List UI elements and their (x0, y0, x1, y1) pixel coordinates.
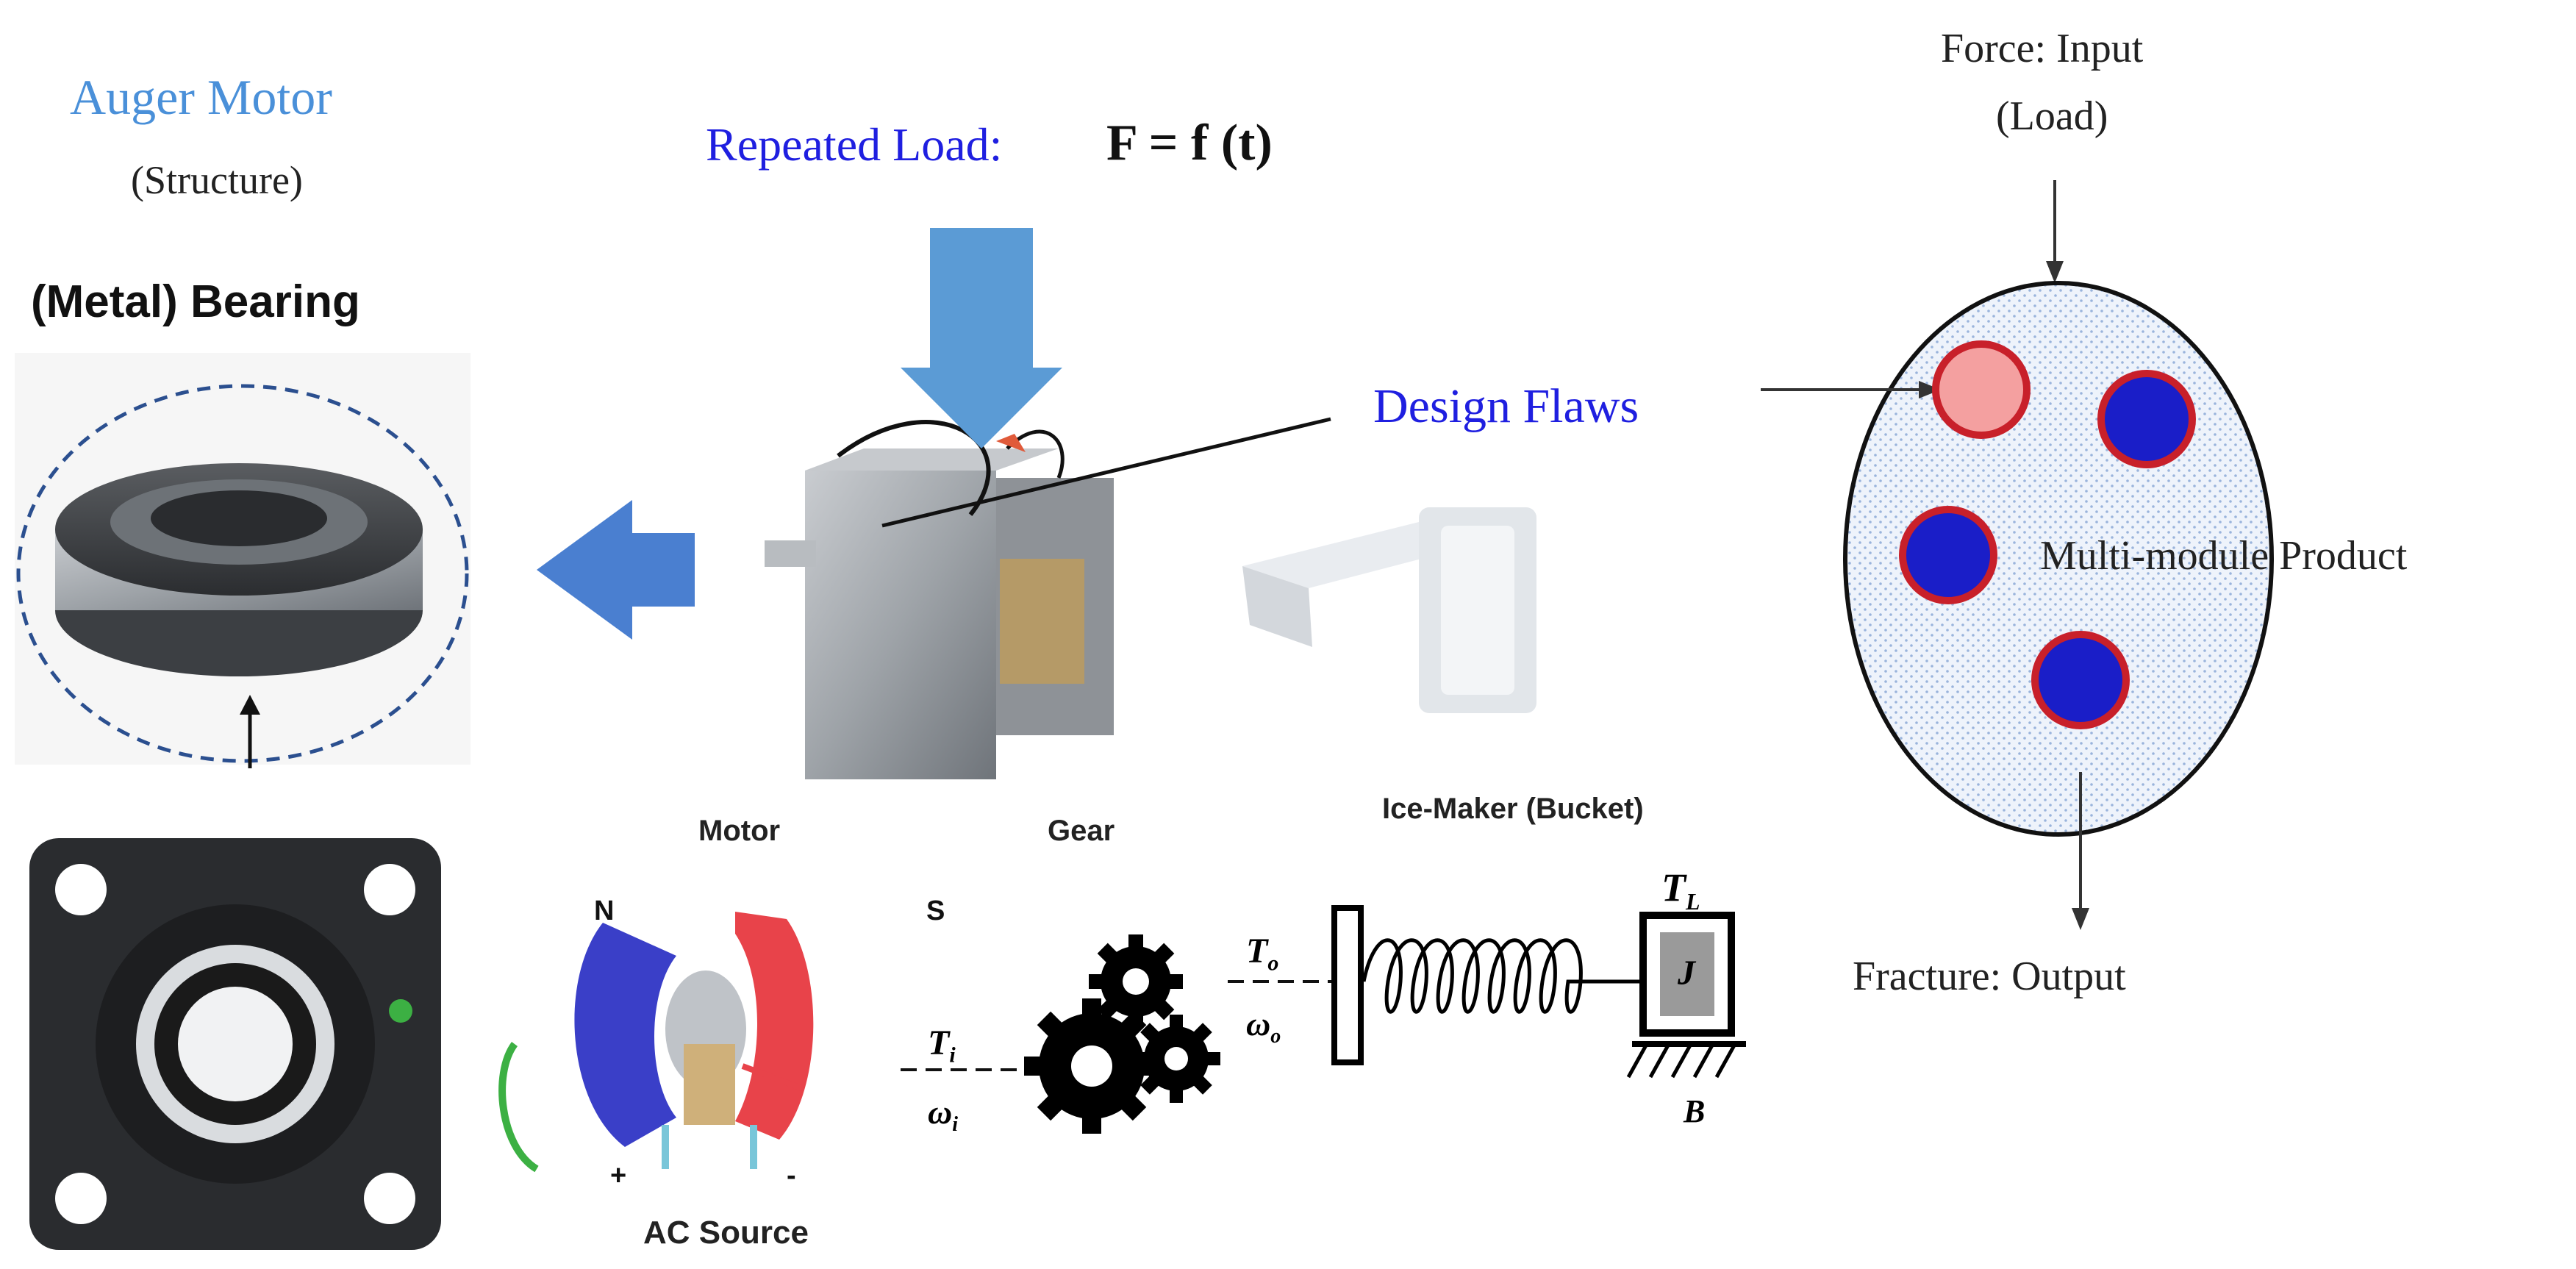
torque-load-symbol: TL (1661, 865, 1700, 915)
spring-mass-system (1331, 905, 1746, 1079)
module-1 (2097, 370, 2196, 468)
gears-icon (1024, 934, 1220, 1134)
ice-maker-photo (1242, 507, 1536, 713)
inertia-symbol: J (1678, 954, 1695, 993)
module-2 (1899, 506, 1997, 604)
metal-bearing-label: (Metal) Bearing (31, 276, 360, 327)
pole-s-label: S (926, 896, 945, 926)
left-pointing-arrow (537, 500, 695, 640)
gear-label: Gear (1048, 815, 1115, 847)
load-label: (Load) (1996, 93, 2108, 139)
pole-n-label: N (594, 896, 615, 926)
fracture-output-label: Fracture: Output (1853, 954, 2126, 999)
load-formula: F = f (t) (1106, 115, 1273, 171)
structure-subtitle: (Structure) (131, 158, 303, 202)
omega-in-symbol: ωi (928, 1093, 959, 1137)
bearing-photo (15, 353, 471, 768)
flawed-module (1932, 340, 2031, 439)
ice-maker-label: Ice-Maker (Bucket) (1382, 793, 1644, 825)
force-input-label: Force: Input (1941, 26, 2144, 71)
module-3 (2031, 631, 2130, 729)
design-flaws-label: Design Flaws (1373, 379, 1639, 433)
gear-motor-photo (765, 420, 1114, 779)
damping-symbol: B (1684, 1093, 1706, 1129)
design-flaw-line (881, 417, 1331, 528)
motor-label: Motor (698, 815, 781, 847)
omega-out-symbol: ωo (1246, 1005, 1281, 1048)
pillow-block-photo (29, 838, 441, 1250)
repeated-load-label: Repeated Load: (706, 118, 1003, 171)
minus-terminal: - (787, 1160, 796, 1191)
multi-module-diagram (1761, 180, 2274, 930)
torque-in-symbol: Ti (928, 1023, 956, 1068)
load-arrow (901, 228, 1062, 448)
ac-motor-illustration (498, 912, 814, 1173)
ac-source-label: AC Source (643, 1215, 809, 1251)
multi-module-label: Multi-module Product (2040, 533, 2408, 579)
plus-terminal: + (610, 1160, 627, 1191)
bearing-dashed-circle (16, 384, 469, 763)
auger-motor-title: Auger Motor (70, 69, 332, 125)
torque-out-symbol: To (1246, 932, 1279, 976)
